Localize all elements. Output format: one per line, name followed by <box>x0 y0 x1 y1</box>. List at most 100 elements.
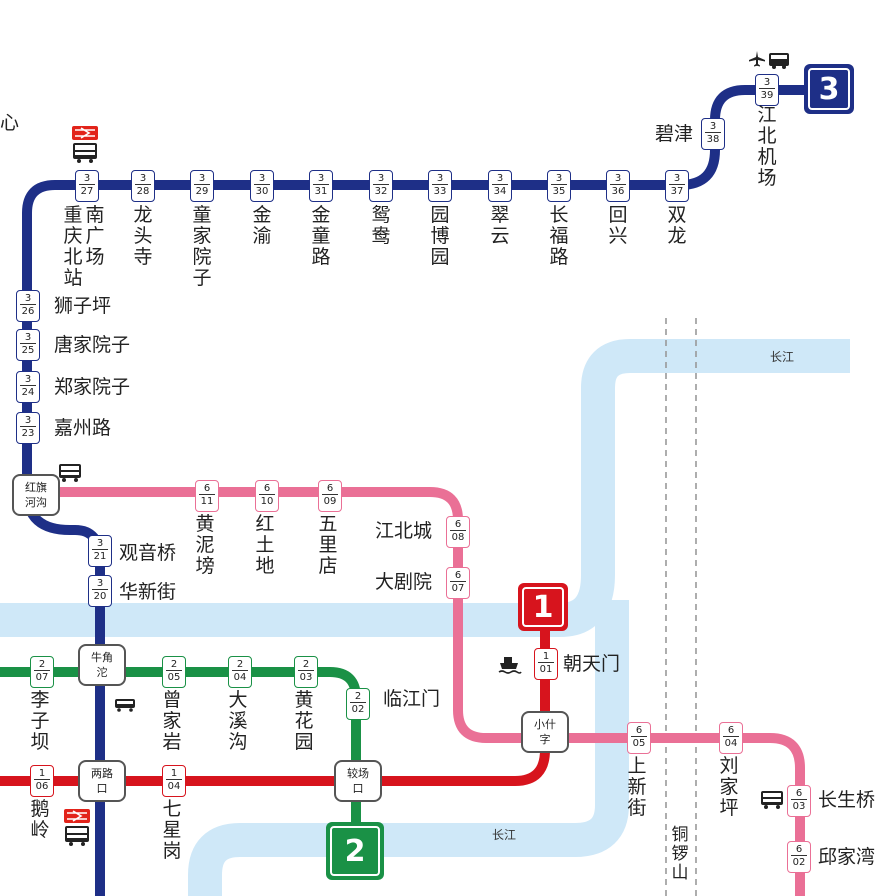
interchange-jiaochangkou[interactable]: 较场口 <box>334 760 382 802</box>
station-name-huaxinjie[interactable]: 华新街 <box>119 581 177 603</box>
interchange-lianglukou[interactable]: 两路口 <box>78 760 126 802</box>
station-name-jiangbeijichang[interactable]: 江北机场 <box>757 104 777 189</box>
station-name-yuanyang[interactable]: 鸳鸯 <box>371 204 391 247</box>
station-name-longtousi[interactable]: 龙头寺 <box>133 204 153 268</box>
station-name-jiazhoulu[interactable]: 嘉州路 <box>54 417 112 439</box>
station-name-chongqingbeizhan-col1[interactable]: 重庆北站 <box>63 204 83 289</box>
station-name-dajuyuan[interactable]: 大剧院 <box>375 571 433 593</box>
station-name-qixinggang[interactable]: 七星岗 <box>162 798 182 862</box>
river-label-bottom: 长江 <box>492 828 517 842</box>
station-name-liziba[interactable]: 李子坝 <box>30 689 50 753</box>
station-name-chaotianmen[interactable]: 朝天门 <box>563 653 621 675</box>
station-name-jintonglu[interactable]: 金童路 <box>311 204 331 268</box>
clipped-label: 心 <box>0 112 20 134</box>
station-name-qiujiawan[interactable]: 邱家湾 <box>818 846 876 868</box>
station-name-eling[interactable]: 鹅岭 <box>30 798 50 841</box>
station-name-yuanboyuan[interactable]: 园博园 <box>430 204 450 268</box>
river-yangtze <box>0 339 850 896</box>
station-name-daxigou[interactable]: 大溪沟 <box>228 689 248 753</box>
station-name-tongjiayuanzi[interactable]: 童家院子 <box>192 204 212 289</box>
station-name-linjiangmen[interactable]: 临江门 <box>383 688 441 710</box>
station-name-tangjiayuanzi[interactable]: 唐家院子 <box>54 334 131 356</box>
station-name-huangnibang[interactable]: 黄泥塝 <box>195 513 215 577</box>
interchange-niujiaotuo[interactable]: 牛角沱 <box>78 644 126 686</box>
station-name-shuanglong[interactable]: 双龙 <box>667 204 687 247</box>
bus-icon <box>65 826 89 846</box>
station-name-hongtudi[interactable]: 红土地 <box>255 513 275 577</box>
station-name-changfulu[interactable]: 长福路 <box>549 204 569 268</box>
station-name-huanghuayuan[interactable]: 黄花园 <box>294 689 314 753</box>
line-3-number: 3 <box>808 68 850 110</box>
interchange-xiaoshizi[interactable]: 小什字 <box>521 711 569 753</box>
rail-icon <box>64 809 90 823</box>
station-name-jiangbeicheng[interactable]: 江北城 <box>375 520 433 542</box>
line-1-number: 1 <box>522 587 564 627</box>
bus-icon <box>761 791 783 809</box>
bus-icon <box>59 464 81 482</box>
bus-icon <box>73 143 97 163</box>
station-name-chongqingbeizhan-col2[interactable]: 南广场 <box>85 204 105 268</box>
station-name-zhengjiayuanzi[interactable]: 郑家院子 <box>54 376 131 398</box>
line-1-badge[interactable]: 1 <box>518 583 568 631</box>
station-name-huixing[interactable]: 回兴 <box>608 204 628 247</box>
station-name-changshengqiao[interactable]: 长生桥 <box>818 789 876 811</box>
river-label-top: 长江 <box>770 350 795 364</box>
station-name-shangxinjie[interactable]: 上新街 <box>627 755 647 819</box>
line-3-track <box>22 85 820 896</box>
station-name-zengjiayan[interactable]: 曾家岩 <box>162 689 182 753</box>
line-3-badge[interactable]: 3 <box>804 64 854 114</box>
line-2-number: 2 <box>330 826 380 876</box>
rail-icon <box>72 126 98 140</box>
station-name-shiziping[interactable]: 狮子坪 <box>54 295 112 317</box>
bus-icon <box>115 699 135 712</box>
ferry-icon <box>498 657 522 674</box>
station-name-bijin[interactable]: 碧津 <box>655 123 694 145</box>
bus-icon <box>769 53 789 69</box>
line-6-track <box>30 487 805 896</box>
station-name-cuiyun[interactable]: 翠云 <box>490 204 510 247</box>
station-name-wulidian[interactable]: 五里店 <box>318 513 338 577</box>
district-boundary <box>665 318 697 896</box>
station-name-liujiaping[interactable]: 刘家坪 <box>719 755 739 819</box>
station-name-jinyu[interactable]: 金渝 <box>252 204 272 247</box>
interchange-hongqihegou[interactable]: 红旗河沟 <box>12 474 60 516</box>
line-2-badge[interactable]: 2 <box>326 822 384 880</box>
station-name-guanyinqiao[interactable]: 观音桥 <box>119 542 177 564</box>
